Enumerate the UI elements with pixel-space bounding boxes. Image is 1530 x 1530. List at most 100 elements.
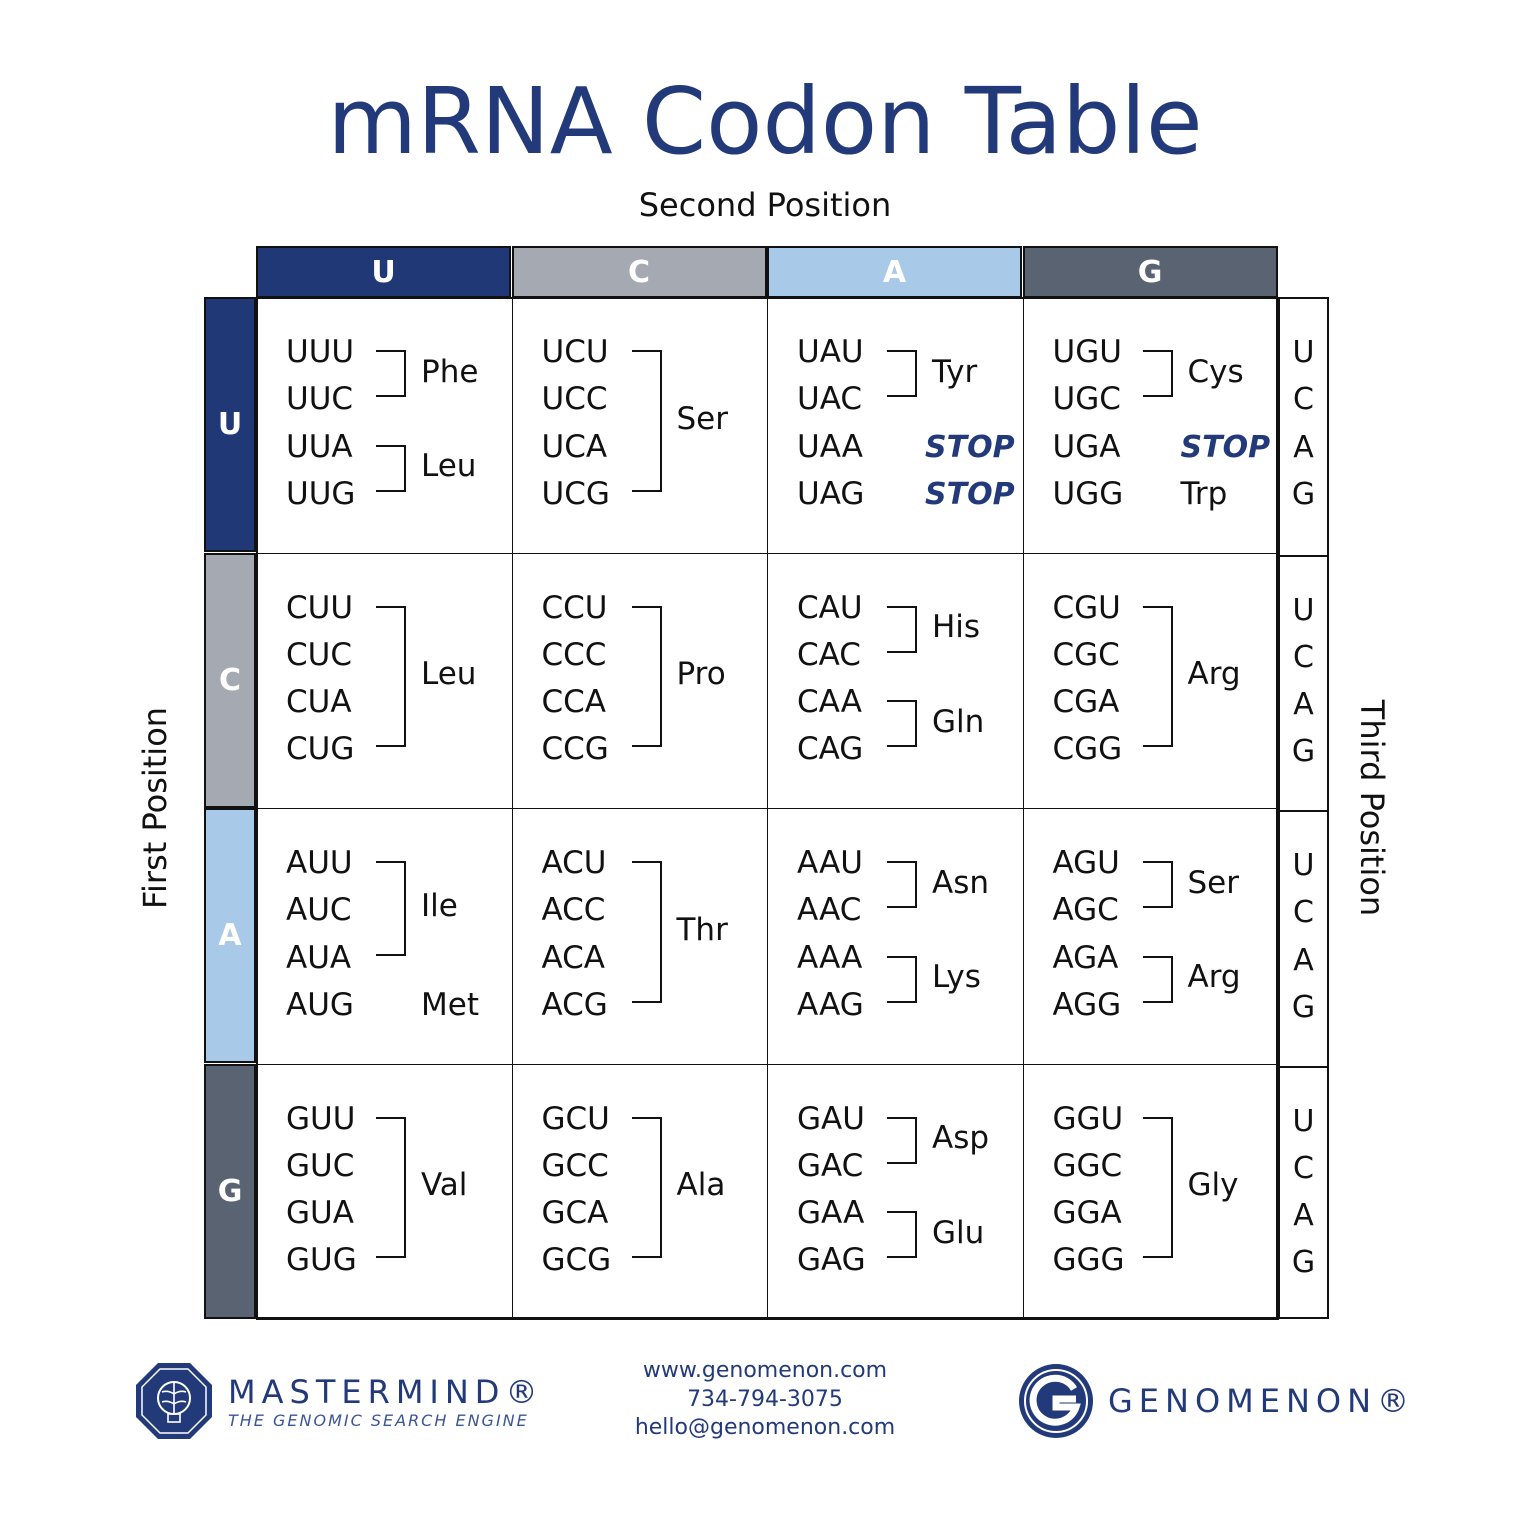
codon: CGG [1052,731,1123,768]
codon: CCG [541,731,609,768]
codon: AAG [797,986,864,1023]
codon: GCU [541,1100,610,1137]
codon: AAC [797,892,862,929]
codon: UAG [797,475,865,512]
codon: GGG [1052,1242,1125,1279]
amino-acid-label: Met [421,986,479,1023]
third-position-letter: C [1293,382,1314,418]
codon: AUA [286,939,352,976]
codon: UGA [1052,428,1121,465]
codon: GUC [286,1147,355,1184]
genomenon-logo-icon [1019,1364,1093,1438]
third-position-letter: C [1293,1150,1314,1186]
codon-bracket [887,861,917,909]
codon: CAA [797,684,862,721]
codon-bracket [887,605,917,653]
codon: CAG [797,731,864,768]
codon-bracket [1142,1116,1173,1259]
codon-bracket [887,350,917,398]
stop-label: STOP [925,476,1015,512]
codon: UAC [797,381,862,418]
mastermind-tagline: THE GENOMIC SEARCH ENGINE [228,1411,529,1430]
codon-bracket [631,861,662,1003]
codon: CAC [797,636,861,673]
codon-bracket [887,955,917,1003]
third-position-letter: G [1291,476,1316,512]
third-position-letter: A [1293,687,1314,723]
first-position-header-c: C [204,552,256,808]
amino-acid-label: Val [421,1167,468,1204]
amino-acid-label: Ala [676,1167,726,1204]
codon: GGC [1052,1147,1123,1184]
codon: AGC [1052,892,1119,929]
phone-number: 734-794-3075 [687,1387,843,1412]
email-link[interactable]: hello@genomenon.com [634,1415,896,1440]
second-position-header-u: U [256,246,511,298]
third-position-letter: A [1293,429,1314,465]
codon: GCG [541,1242,612,1279]
codon: CUA [286,684,352,721]
codon: GUA [286,1195,354,1232]
codon: ACG [541,986,608,1023]
amino-acid-label: Thr [676,911,728,948]
page-title: mRNA Codon Table [327,68,1203,175]
second-position-header-g: G [1022,246,1278,298]
amino-acid-label: Ile [421,888,458,925]
codon: UUA [286,428,353,465]
codon: CAU [797,589,863,626]
codon-bracket [1142,955,1173,1003]
codon: UUG [286,475,356,512]
amino-acid-label: Ser [1187,864,1240,901]
amino-acid-label: Glu [932,1214,985,1251]
codon: GAU [797,1100,865,1137]
amino-acid-label: Gln [932,703,985,740]
codon: ACA [541,939,606,976]
codon: CUU [286,589,354,626]
codon: CCU [541,589,608,626]
codon: AGG [1052,986,1122,1023]
amino-acid-label: Gly [1187,1167,1239,1204]
amino-acid-label: Arg [1187,656,1241,693]
codon-bracket [631,1116,662,1259]
codon: GAG [797,1242,866,1279]
second-position-label: Second Position [638,186,892,224]
amino-acid-label: Ser [676,400,729,437]
codon-bracket [376,605,406,748]
codon: CUC [286,636,352,673]
amino-acid-label: Trp [1180,475,1228,512]
stop-label: STOP [1180,429,1271,465]
codon: CCA [541,684,607,721]
amino-acid-label: Asp [932,1120,990,1157]
codon: GGA [1052,1195,1122,1232]
codon: CGA [1052,684,1120,721]
amino-acid-label: His [932,609,981,646]
codon: ACU [541,845,607,881]
codon: AGU [1052,845,1120,881]
codon: AAU [797,845,863,881]
codon: AGA [1052,939,1119,976]
amino-acid-label: Asn [932,864,990,901]
codon: AUG [286,986,354,1023]
codon: UGG [1052,475,1124,512]
website-link[interactable]: www.genomenon.com [642,1358,888,1383]
third-position-letter: C [1293,895,1314,931]
amino-acid-label: Lys [932,959,981,996]
first-position-header-g: G [204,1063,256,1319]
third-position-letter: U [1292,592,1315,628]
third-position-letter: G [1291,989,1316,1025]
third-position-letter: U [1292,1103,1315,1139]
codon: UGC [1052,381,1121,418]
codon: UAA [797,428,863,465]
second-position-header-a: A [767,246,1022,298]
codon-bracket [887,700,917,748]
amino-acid-label: Cys [1187,353,1244,390]
codon: AUU [286,845,353,881]
third-position-letter: G [1291,1245,1316,1281]
codon: GAA [797,1195,865,1232]
third-position-letter: C [1293,639,1314,675]
codon: GUU [286,1100,356,1137]
third-position-letter: U [1292,335,1315,370]
